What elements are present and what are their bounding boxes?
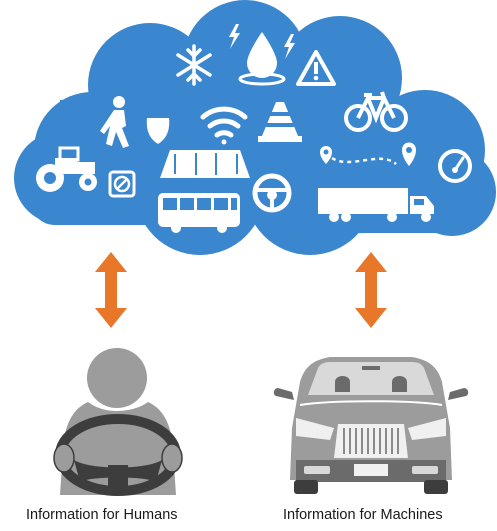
shield-icon — [146, 118, 170, 144]
warning-icon — [296, 50, 336, 86]
human-driver-icon — [53, 348, 183, 496]
wifi-icon — [200, 106, 248, 145]
snowflake-icon — [176, 44, 212, 86]
caption-machines: Information for Machines — [283, 507, 443, 523]
tractor-icon — [36, 146, 97, 192]
speedometer-icon — [438, 149, 472, 183]
lightning-icon — [284, 34, 295, 59]
steering-wheel-icon — [252, 173, 292, 213]
route-map-icon — [320, 142, 416, 166]
lightning-icon — [229, 24, 240, 49]
no-turn-sign-icon — [108, 170, 136, 198]
left-bidirectional-arrow — [95, 252, 127, 328]
road-lanes-icon — [160, 150, 250, 178]
caption-humans: Information for Humans — [26, 507, 178, 523]
bicycle-icon — [344, 91, 408, 132]
autonomous-car-icon — [273, 357, 469, 494]
bus-icon — [158, 193, 240, 233]
traffic-cone-icon — [258, 102, 302, 142]
truck-icon — [318, 188, 434, 222]
water-drop-icon — [238, 32, 286, 86]
pedestrian-icon — [100, 96, 129, 148]
right-bidirectional-arrow — [355, 252, 387, 328]
